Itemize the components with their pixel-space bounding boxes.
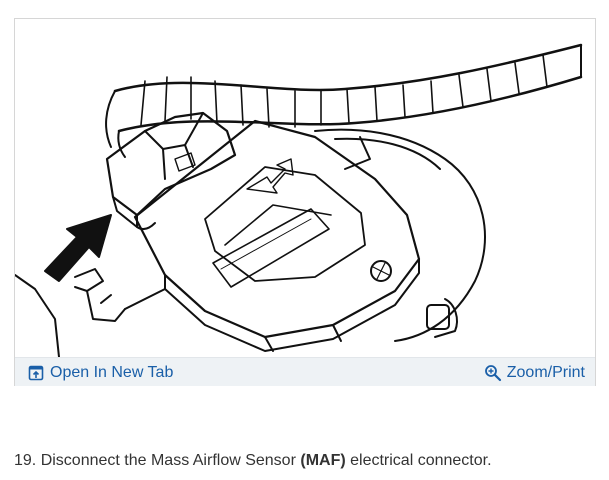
caption-bold: (MAF) [300, 452, 346, 469]
figure-card: Open In New Tab Zoom/Print [14, 18, 596, 386]
figure-toolbar: Open In New Tab Zoom/Print [15, 357, 595, 386]
zoom-magnifier-icon [484, 364, 502, 382]
open-in-new-tab-link[interactable]: Open In New Tab [27, 363, 173, 383]
zoom-print-label: Zoom/Print [506, 364, 585, 381]
open-in-new-tab-icon [27, 364, 45, 382]
open-in-new-tab-label: Open In New Tab [50, 364, 174, 381]
caption-prefix: 19. Disconnect the Mass Airflow Sensor [14, 452, 301, 469]
zoom-print-link[interactable]: Zoom/Print [484, 363, 585, 383]
caption-suffix: electrical connector. [345, 452, 492, 469]
maf-connector-illustration [15, 19, 595, 357]
step-caption: 19. Disconnect the Mass Airflow Sensor (… [14, 452, 492, 470]
